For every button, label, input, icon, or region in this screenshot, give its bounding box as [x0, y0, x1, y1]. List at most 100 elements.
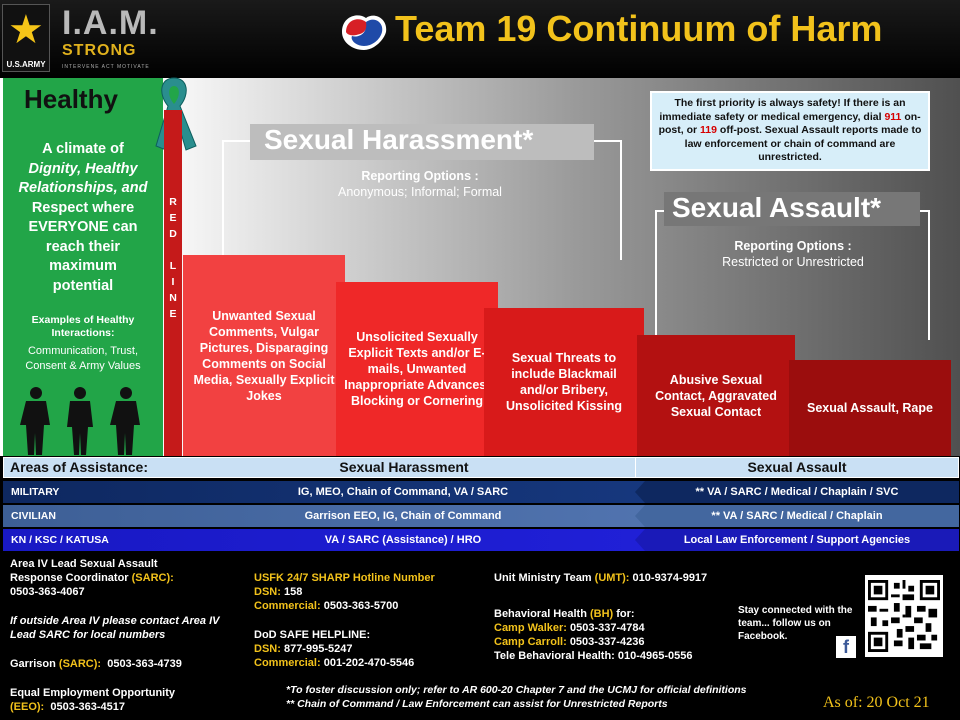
row-assault-cell: ** VA / SARC / Medical / Chaplain / SVC: [695, 486, 899, 498]
carroll-label: Camp Carroll:: [494, 636, 567, 648]
assault-title-backdrop: [664, 192, 920, 226]
row-label: CIVILIAN: [11, 510, 56, 522]
row-harassment-cell: IG, MEO, Chain of Command, VA / SARC: [297, 486, 509, 498]
iam-subtitle: INTERVENE ACT MOTIVATE: [62, 64, 150, 70]
header-bar: [0, 0, 960, 78]
red-line-letter: I: [171, 276, 175, 288]
priority-text-end: off-post. Sexual Assault reports made to…: [684, 124, 922, 163]
assistance-row-civilian: CIVILIAN Garrison EEO, IG, Chain of Comm…: [3, 505, 959, 527]
eeo-phone: 0503-363-4517: [50, 701, 125, 713]
hotline-dsn: 158: [283, 586, 303, 598]
assistance-assault-col: Sexual Assault: [747, 459, 847, 475]
soldier-silhouettes-icon: [20, 387, 140, 455]
footnote-1: *To foster discussion only; refer to AR …: [286, 684, 747, 696]
assistance-divider: [635, 458, 636, 477]
page-title: Team 19 Continuum of Harm: [395, 8, 883, 49]
row-harassment-cell: VA / SARC (Assistance) / HRO: [324, 534, 482, 546]
row-label: MILITARY: [11, 486, 60, 498]
healthy-line: EVERYONE can: [28, 219, 138, 235]
healthy-line: potential: [52, 277, 114, 294]
bh-label: Behavioral Health: [494, 608, 590, 620]
healthy-examples: Communication, Trust, Consent & Army Val…: [25, 345, 141, 372]
sharp-hotline: USFK 24/7 SHARP Hotline Number DSN: 158 …: [254, 571, 484, 613]
priority-text-mid: on-post, or: [658, 110, 921, 137]
garrison-tag: (SARC):: [58, 658, 102, 670]
outside-area-note: If outside Area IV please contact Area I…: [10, 615, 220, 641]
red-line-divider: R E D L I N E: [164, 110, 182, 456]
hotline-title: USFK 24/7 SHARP Hotline Number: [254, 572, 435, 584]
assistance-row-military: MILITARY IG, MEO, Chain of Command, VA /…: [3, 481, 959, 503]
stay-connected-text: Stay connected with the team... follow u…: [738, 605, 853, 642]
assistance-label: Areas of Assistance:: [10, 459, 148, 475]
safe-comm-label: Commercial:: [254, 657, 321, 669]
assault-bracket: [655, 210, 930, 340]
hotline-dsn-label: DSN:: [254, 586, 281, 598]
priority-911: 911: [884, 110, 902, 123]
footnotes: *To foster discussion only; refer to AR …: [286, 683, 747, 711]
garrison-sarc: Garrison (SARC): 0503-363-4739: [10, 657, 250, 671]
bh-tag: (BH): [589, 608, 614, 620]
assistance-harassment-col: Sexual Harassment: [339, 459, 469, 475]
safety-priority-box: The first priority is always safety! If …: [650, 91, 930, 171]
healthy-line: Dignity, Healthy: [28, 160, 138, 177]
stair-step: Abusive Sexual Contact, Aggravated Sexua…: [637, 335, 795, 456]
row-label: KN / KSC / KATUSA: [11, 534, 109, 546]
healthy-line: Respect where: [31, 199, 135, 216]
umt-tag: (UMT):: [594, 572, 630, 584]
eeo-tag: (EEO):: [10, 701, 45, 713]
row-assault-bg: [635, 505, 959, 527]
walker-phone: 0503-337-4784: [570, 622, 645, 634]
red-line-letter: N: [169, 292, 177, 304]
umt-phone: 010-9374-9917: [632, 572, 708, 584]
sarc-contact: Area IV Lead Sexual Assault Response Coo…: [10, 557, 250, 599]
healthy-title: Healthy: [24, 84, 118, 114]
sarc-label-a: Area IV Lead Sexual Assault: [10, 558, 158, 570]
stair-step: Unsolicited Sexually Explicit Texts and/…: [336, 282, 498, 456]
safe-helpline: DoD SAFE HELPLINE: DSN: 877-995-5247 Com…: [254, 628, 484, 670]
healthy-line: Relationships, and: [18, 180, 148, 196]
healthy-line: reach their: [45, 238, 121, 255]
safe-dsn-label: DSN:: [254, 643, 281, 655]
row-assault-cell: ** VA / SARC / Medical / Chaplain: [711, 510, 883, 522]
qr-code-icon[interactable]: [865, 575, 943, 657]
red-line-letter: E: [169, 308, 177, 320]
facebook-icon[interactable]: f: [836, 636, 856, 658]
umt-label: Unit Ministry Team: [494, 572, 595, 584]
tele-bh: Tele Behavioral Health: 010-4965-0556: [494, 650, 693, 662]
row-assault-cell: Local Law Enforcement / Support Agencies: [683, 534, 911, 546]
sarc-phone: 0503-363-4067: [10, 586, 85, 598]
harassment-reporting-options: Anonymous; Informal; Formal: [338, 185, 502, 199]
harassment-title-backdrop: [250, 124, 594, 160]
row-assault-bg: [635, 481, 959, 503]
assistance-header: Areas of Assistance: Sexual Harassment S…: [3, 457, 959, 478]
assault-title: Sexual Assault*: [672, 192, 882, 223]
stair-step: Unwanted Sexual Comments, Vulgar Picture…: [183, 255, 345, 456]
hotline-comm-label: Commercial:: [254, 600, 321, 612]
red-line-letter: E: [169, 212, 177, 224]
row-assault-bg: [635, 529, 959, 551]
priority-text: The first priority is always safety! If …: [659, 97, 906, 123]
row-harassment-cell: Garrison EEO, IG, Chain of Command: [304, 510, 502, 522]
priority-119: 119: [700, 124, 717, 136]
division-patch-icon: [342, 15, 387, 50]
behavioral-health: Behavioral Health (BH) for: Camp Walker:…: [494, 607, 754, 663]
garrison-phone: 0503-363-4739: [107, 658, 182, 670]
strong-logo-text: STRONG: [62, 42, 137, 59]
stair-step: Sexual Threats to include Blackmail and/…: [484, 308, 644, 456]
army-star-icon: ★: [8, 8, 44, 52]
umt-contact: Unit Ministry Team (UMT): 010-9374-9917: [494, 571, 754, 585]
red-line-letter: L: [169, 260, 177, 272]
healthy-description: A climate of Dignity, Healthy Relationsh…: [8, 140, 158, 296]
hotline-comm: 0503-363-5700: [323, 600, 399, 612]
army-logo: ★ U.S.ARMY: [2, 4, 50, 72]
safe-comm: 001-202-470-5546: [323, 657, 415, 669]
harassment-reporting-label: Reporting Options :: [361, 169, 479, 183]
walker-label: Camp Walker:: [494, 622, 567, 634]
eeo-contact: Equal Employment Opportunity (EEO): 0503…: [10, 686, 250, 714]
garrison-label: Garrison: [10, 658, 59, 670]
healthy-line: maximum: [49, 258, 117, 274]
assault-reporting-label: Reporting Options :: [734, 239, 852, 253]
safe-dsn: 877-995-5247: [283, 643, 353, 655]
safe-title: DoD SAFE HELPLINE:: [254, 629, 371, 641]
red-line-letter: R: [169, 196, 177, 208]
